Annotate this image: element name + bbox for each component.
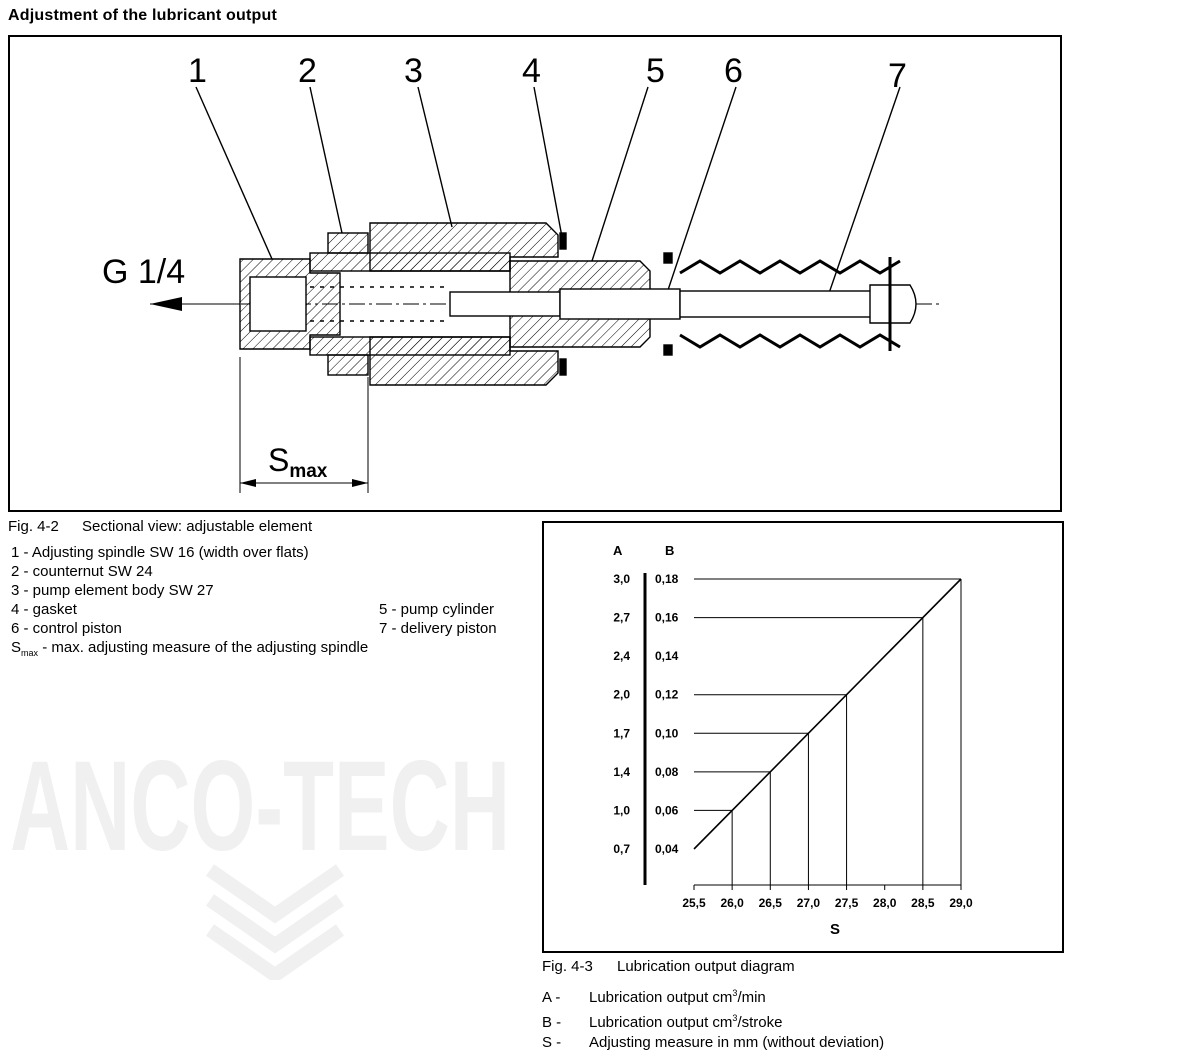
legend-item-smax: Smax - max. adjusting measure of the adj… [11,638,369,658]
legend-item-6: 6 - control piston [11,620,122,637]
chart-legend-b-key: B - [542,1014,562,1031]
dimension-label: Smax [268,442,328,482]
figure-2-caption: Fig. 4-2 Sectional view: adjustable eleme… [8,518,312,535]
b-tick-label: 0,12 [655,688,679,702]
axis-label-s: S [830,921,840,938]
x-tick-label: 26,5 [759,896,783,910]
x-tick-label: 27,5 [835,896,859,910]
part-number-7: 7 [888,57,907,95]
legend-smax-sub: max [21,648,39,658]
dimension-label-main: S [268,442,289,478]
a-tick-label: 1,7 [613,726,630,740]
lubrication-output-chart-frame: 25,5 26,0 26,5 27,0 27,5 28,0 28,5 29,0 0,18 3,0 0… [542,521,1064,953]
dimension-label-sub: max [289,461,327,482]
a-tick-label: 1,4 [613,765,630,779]
sectional-drawing: 1 2 3 4 5 6 7 G 1/4 Smax [102,52,940,493]
a-tick-label: 1,0 [613,803,630,817]
a-tick-label: 0,7 [613,842,630,856]
b-tick-label: 0,06 [655,803,679,817]
chart-legend-a-key: A - [542,989,561,1006]
b-tick-label: 0,10 [655,726,679,740]
legend-smax-main: S [11,639,22,656]
chart-legend-b-rest: /stroke [737,1014,783,1031]
part-number-5: 5 [646,52,665,90]
x-tick-label: 27,0 [797,896,821,910]
lubrication-output-chart: 25,5 26,0 26,5 27,0 27,5 28,0 28,5 29,0 0,18 3,0 0… [613,543,973,938]
x-tick-label: 28,5 [911,896,935,910]
legend-item-3: 3 - pump element body SW 27 [11,582,214,599]
axis-label-a: A [613,543,623,558]
chart-legend-b-sup: 3 [732,1013,738,1023]
chart-legend-a: A - Lubrication output cm3/min [542,983,884,1008]
sectional-drawing-frame: 1 2 3 4 5 6 7 G 1/4 Smax [8,35,1062,512]
watermark-logo: ANCO-TECH [10,740,510,980]
b-tick-label: 0,14 [655,649,679,663]
part-number-6: 6 [724,52,743,90]
chart-legend-b-text: Lubrication output cm [589,1014,733,1031]
b-tick-label: 0,04 [655,842,679,856]
chart-legend-s-text: Adjusting measure in mm (without deviati… [589,1034,885,1051]
x-tick-label: 28,0 [873,896,897,910]
legend-item-7: 7 - delivery piston [379,620,497,637]
a-tick-label: 3,0 [613,572,630,586]
part-number-2: 2 [298,52,317,90]
figure-2-number: Fig. 4-2 [8,518,59,535]
part-number-1: 1 [188,52,207,90]
figure-2-title: Sectional view: adjustable element [82,518,313,535]
chart-legend-s-key: S - [542,1034,562,1051]
b-tick-label: 0,18 [655,572,679,586]
legend-item-2: 2 - counternut SW 24 [11,563,153,580]
part-number-4: 4 [522,52,541,90]
figure-3-legend: A -Lubrication output cm3/min B -Lubrica… [542,983,884,1053]
b-tick-label: 0,08 [655,765,679,779]
a-tick-label: 2,7 [613,611,630,625]
legend-item-4: 4 - gasket [11,601,77,618]
watermark-text: ANCO-TECH [10,740,510,878]
chart-legend-a-sup: 3 [732,988,738,998]
legend-item-1: 1 - Adjusting spindle SW 16 (width over … [11,544,309,561]
x-tick-label: 25,5 [682,896,706,910]
legend-smax-text: - max. adjusting measure of the adjustin… [38,639,369,656]
figure-3-number: Fig. 4-3 [542,958,593,975]
part-number-3: 3 [404,52,423,90]
chart-legend-a-rest: /min [737,989,766,1006]
chart-legend-b: B - Lubrication output cm3/stroke [542,1008,884,1033]
figure-2-legend: 1 - Adjusting spindle SW 16 (width over … [11,543,497,658]
page-title: Adjustment of the lubricant output [8,7,277,24]
chart-legend-s: S - Adjusting measure in mm (without devi… [542,1033,884,1053]
figure-3-title: Lubrication output diagram [617,958,795,975]
figure-3-caption: Fig. 4-3 Lubrication output diagram [542,958,795,975]
a-tick-label: 2,0 [613,688,630,702]
legend-item-5: 5 - pump cylinder [379,601,495,618]
b-tick-label: 0,16 [655,611,679,625]
thread-label: G 1/4 [102,253,185,291]
axis-label-b: B [665,543,674,558]
a-tick-label: 2,4 [613,649,630,663]
chart-legend-a-text: Lubrication output cm [589,989,733,1006]
x-tick-label: 29,0 [949,896,973,910]
output-line [693,578,962,850]
x-tick-label: 26,0 [720,896,744,910]
